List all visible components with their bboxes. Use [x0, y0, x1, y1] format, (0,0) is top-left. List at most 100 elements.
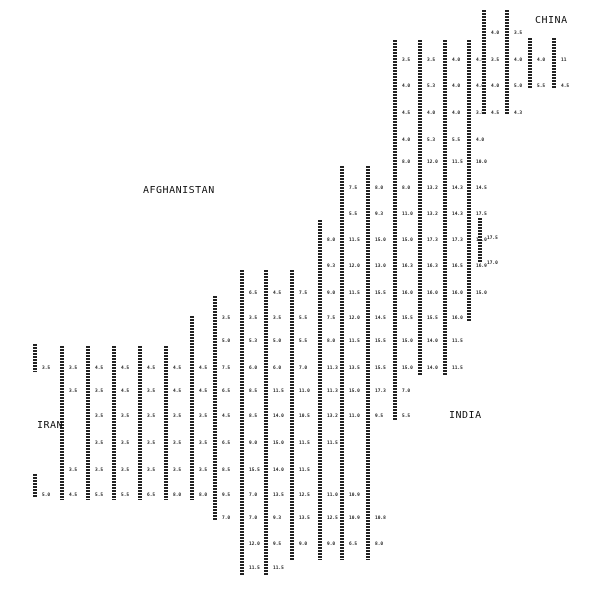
grid-value: 3.5 — [69, 468, 78, 473]
dot-column — [213, 296, 217, 520]
grid-value: 3.5 — [476, 111, 485, 116]
grid-value: 4.3 — [514, 111, 523, 116]
grid-value: 13.2 — [427, 212, 438, 217]
grid-value: 16.9 — [476, 264, 487, 269]
grid-value: 4.5 — [491, 111, 500, 116]
grid-value: 3.5 — [121, 468, 130, 473]
grid-value: 14.5 — [476, 186, 487, 191]
grid-value: 12.5 — [299, 493, 310, 498]
dot-column — [366, 166, 370, 560]
grid-value: 4.5 — [199, 366, 208, 371]
grid-value: 6.5 — [249, 291, 258, 296]
grid-value: 3.5 — [147, 414, 156, 419]
dot-column — [86, 346, 90, 500]
dot-column — [290, 270, 294, 560]
grid-value: 3.5 — [147, 441, 156, 446]
grid-value: 3.5 — [173, 414, 182, 419]
grid-value: 16.0 — [402, 291, 413, 296]
grid-value: 5.5 — [299, 316, 308, 321]
grid-value: 15.5 — [427, 316, 438, 321]
grid-value: 17.0 — [487, 261, 498, 266]
grid-value: 14.3 — [452, 186, 463, 191]
grid-value: 11.3 — [327, 389, 338, 394]
dot-column — [393, 40, 397, 420]
grid-value: 13.5 — [299, 516, 310, 521]
grid-value: 15.5 — [249, 468, 260, 473]
grid-value: 3.5 — [173, 468, 182, 473]
grid-value: 5.5 — [402, 414, 411, 419]
grid-value: 10.9 — [349, 493, 360, 498]
grid-value: 16.5 — [452, 264, 463, 269]
grid-value: 9.5 — [222, 493, 231, 498]
grid-value: 11 — [561, 58, 567, 63]
grid-value: 5.3 — [427, 84, 436, 89]
grid-value: 4.0 — [476, 58, 485, 63]
grid-value: 3.5 — [199, 414, 208, 419]
grid-value: 4.5 — [147, 366, 156, 371]
grid-value: 3.5 — [95, 389, 104, 394]
grid-value: 10.9 — [349, 516, 360, 521]
grid-value: 5.5 — [452, 138, 461, 143]
grid-value: 4.0 — [452, 111, 461, 116]
grid-value: 11.0 — [402, 212, 413, 217]
grid-value: 5.5 — [349, 212, 358, 217]
dot-column — [318, 220, 322, 560]
grid-value: 15.0 — [273, 441, 284, 446]
grid-value: 3.5 — [69, 366, 78, 371]
grid-value: 3.5 — [69, 389, 78, 394]
grid-value: 12.0 — [349, 264, 360, 269]
grid-value: 11.5 — [452, 366, 463, 371]
grid-value: 5.0 — [222, 339, 231, 344]
grid-value: 15.0 — [476, 291, 487, 296]
grid-value: 11.5 — [273, 566, 284, 571]
dot-column — [112, 346, 116, 500]
grid-value: 8.0 — [375, 186, 384, 191]
grid-value: 11.5 — [273, 389, 284, 394]
grid-value: 3.5 — [273, 316, 282, 321]
dot-column — [33, 474, 37, 498]
grid-value: 4.0 — [514, 58, 523, 63]
grid-value: 11.0 — [349, 414, 360, 419]
grid-value: 8.0 — [173, 493, 182, 498]
grid-value: 4.0 — [476, 84, 485, 89]
country-label-afghanistan: AFGHANISTAN — [143, 185, 215, 196]
grid-value: 7.5 — [349, 186, 358, 191]
grid-value: 14.3 — [452, 212, 463, 217]
dot-column — [467, 40, 471, 322]
grid-value: 7.5 — [299, 291, 308, 296]
grid-value: 8.5 — [249, 389, 258, 394]
grid-value: 9.0 — [327, 542, 336, 547]
grid-value: 11.5 — [299, 468, 310, 473]
grid-value: 12.0 — [249, 542, 260, 547]
grid-value: 4.0 — [537, 58, 546, 63]
grid-value: 7.0 — [402, 389, 411, 394]
grid-value: 7.0 — [249, 493, 258, 498]
grid-value: 17.5 — [487, 236, 498, 241]
grid-value: 11.5 — [452, 160, 463, 165]
grid-value: 13.2 — [327, 414, 338, 419]
grid-value: 4.5 — [222, 414, 231, 419]
dot-column — [482, 10, 486, 115]
grid-value: 5.5 — [299, 339, 308, 344]
dot-column — [60, 346, 64, 500]
grid-value: 4.5 — [273, 291, 282, 296]
grid-value: 5.5 — [95, 493, 104, 498]
grid-value: 4.0 — [452, 84, 461, 89]
grid-value: 15.0 — [349, 389, 360, 394]
grid-value: 8.5 — [249, 414, 258, 419]
grid-value: 3.5 — [121, 414, 130, 419]
grid-value: 17.3 — [452, 238, 463, 243]
grid-value: 9.5 — [273, 542, 282, 547]
grid-value: 15.5 — [375, 366, 386, 371]
grid-value: 9.3 — [375, 212, 384, 217]
grid-value: 12.0 — [349, 316, 360, 321]
grid-value: 6.0 — [273, 366, 282, 371]
grid-value: 16.3 — [402, 264, 413, 269]
grid-value: 11.5 — [249, 566, 260, 571]
dot-column — [505, 10, 509, 115]
grid-value: 3.5 — [514, 31, 523, 36]
grid-value: 4.0 — [491, 31, 500, 36]
grid-value: 3.5 — [95, 441, 104, 446]
grid-value: 8.0 — [327, 339, 336, 344]
grid-value: 3.5 — [147, 468, 156, 473]
